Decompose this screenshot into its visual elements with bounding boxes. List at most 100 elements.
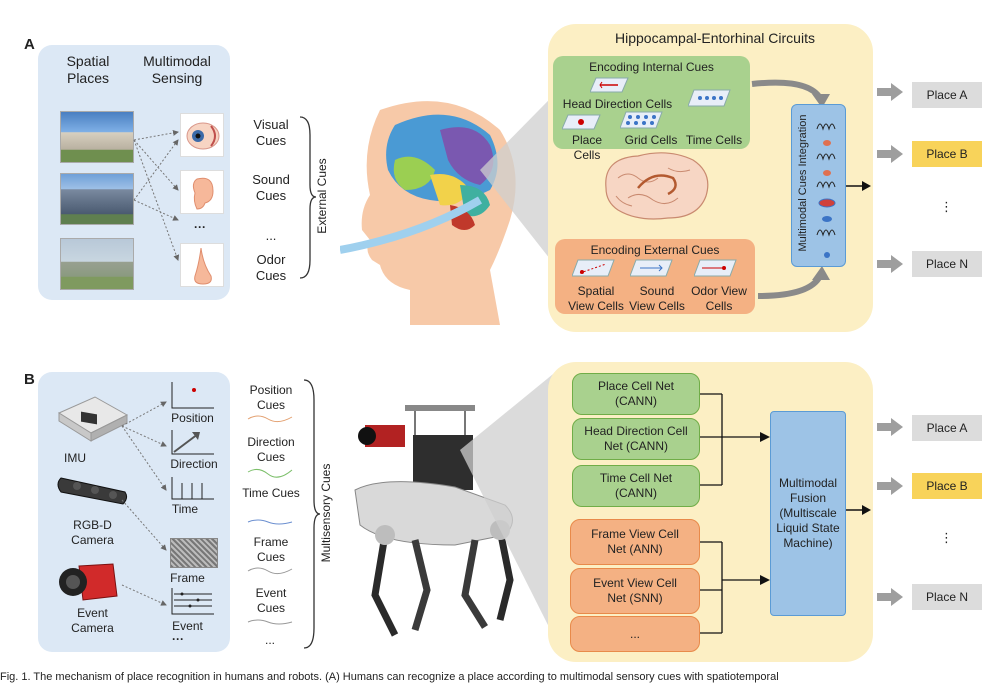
direction-cues-label: Direction Cues [247,435,295,464]
multimodal-fusion-box: Multimodal Fusion (Multiscale Liquid Sta… [770,411,846,616]
eye-icon [180,113,224,157]
cues-ellipsis: ... [265,228,277,243]
place-b-result: Place B [912,141,982,167]
net-connectors [700,393,770,634]
external-cues-brace [299,116,317,279]
time-cell-net-label: Time Cell Net (CANN) [599,471,673,500]
grid-cells-tile-icon [620,111,663,129]
frame-cues-trace [247,567,293,575]
place-b-result-b: Place B [912,473,982,499]
event-signal-label: Event [172,619,203,633]
place-a-arrow [877,83,903,101]
hippocampus-brain-icon [605,152,709,220]
more-nets-label: ... [629,626,640,641]
panel-b-letter: B [24,371,35,388]
integration-output-arrow [846,181,871,191]
head-direction-net-label: Head Direction Cell Net (CANN) [584,424,688,453]
rgbd-camera-label: RGB-D Camera [71,518,114,547]
place-n-result: Place N [912,251,982,277]
place-cell-net-box: Place Cell Net (CANN) [572,373,700,415]
position-plot-icon [171,382,214,409]
frame-view-net-label: Frame View Cell Net (ANN) [591,527,679,556]
place-photo-building [60,173,134,225]
cues-b-ellipsis: ... [264,633,275,647]
projection-cone-b [460,370,558,645]
ear-icon [180,170,224,214]
multisensory-cues-label: Multisensory Cues [319,463,333,563]
cues-integration-box [791,104,846,267]
signals-ellipsis: ··· [172,632,184,646]
place-a-result: Place A [912,82,982,108]
time-cells-label: Time Cells [685,133,743,147]
internal-cues-title: Encoding Internal Cues [589,60,714,74]
time-cues-trace [247,519,293,525]
to-integration-arrows [751,79,830,299]
head-direction-tile-icon [590,77,629,93]
time-plot-icon [171,477,214,500]
imu-label: IMU [64,451,86,465]
spatial-view-tile-icon [572,259,615,277]
direction-signal-label: Direction [170,457,218,471]
place-photo-gate [60,111,134,163]
multimodal-sensing-title: Multimodal Sensing [143,53,211,86]
sound-view-tile-icon [630,259,673,277]
time-cell-net-box: Time Cell Net (CANN) [572,465,700,507]
place-n-arrow-b [877,588,903,606]
event-view-net-box: Event View Cell Net (SNN) [570,568,700,614]
place-n-arrow [877,255,903,273]
place-b-arrow [877,145,903,163]
place-n-result-b: Place N [912,584,982,610]
visual-cues-label: Visual Cues [253,117,289,148]
event-camera-label: Event Camera [71,606,114,635]
places-ellipsis: ⋮ [940,199,953,214]
sense-ellipsis: ··· [194,220,206,234]
head-direction-cells-label: Head Direction Cells [562,97,673,111]
event-cues-label: Event Cues [255,586,287,615]
place-b-arrow-b [877,477,903,495]
sound-view-cells-label: Sound View Cells [629,284,685,313]
place-a-arrow-b [877,418,903,436]
place-cells-tile-icon [562,114,601,130]
frame-cues-label: Frame Cues [253,535,289,564]
multimodal-fusion-label: Multimodal Fusion (Multiscale Liquid Sta… [776,476,840,550]
panel-a-letter: A [24,36,35,53]
external-cues-label: External Cues [315,158,329,234]
frame-image-icon [170,538,218,568]
place-cells-label: Place Cells [571,133,603,162]
event-camera-icon [59,563,118,601]
event-view-net-label: Event View Cell Net (SNN) [593,576,677,605]
place-cell-net-label: Place Cell Net (CANN) [597,379,675,408]
event-cues-trace [247,619,293,625]
odor-view-cells-label: Odor View Cells [691,284,747,313]
imu-sensor-icon [57,396,129,442]
multisensory-cues-brace [303,379,321,649]
time-cues-label: Time Cues [242,486,300,500]
cues-integration-label: Multimodal Cues Integration [797,114,809,252]
external-cues-title: Encoding External Cues [590,243,720,257]
figure-caption: Fig. 1. The mechanism of place recogniti… [0,671,779,683]
time-cells-tile-icon [688,89,731,107]
grid-cells-label: Grid Cells [624,133,678,147]
integration-waveforms [816,123,836,258]
more-nets-box: ... [570,616,700,652]
places-ellipsis-b: ⋮ [940,530,953,545]
sensor-to-signal-arrows [121,401,167,606]
time-signal-label: Time [171,502,199,516]
rgbd-camera-icon [57,477,128,505]
photo-to-sense-arrows [133,129,180,261]
place-a-result-b: Place A [912,415,982,441]
direction-cues-trace [247,468,293,478]
place-photo-monument [60,238,134,290]
fusion-output-arrow [846,505,871,515]
event-plot-icon [171,588,214,615]
spatial-places-title: Spatial Places [66,53,110,86]
direction-plot-icon [171,430,214,455]
sound-cues-label: Sound Cues [252,172,290,203]
human-head-illustration [340,101,516,325]
position-signal-label: Position [171,411,214,425]
position-cues-trace [247,415,293,423]
odor-view-tile-icon [694,259,737,277]
frame-signal-label: Frame [170,571,205,585]
head-direction-net-box: Head Direction Cell Net (CANN) [572,418,700,460]
nose-icon [180,243,224,287]
